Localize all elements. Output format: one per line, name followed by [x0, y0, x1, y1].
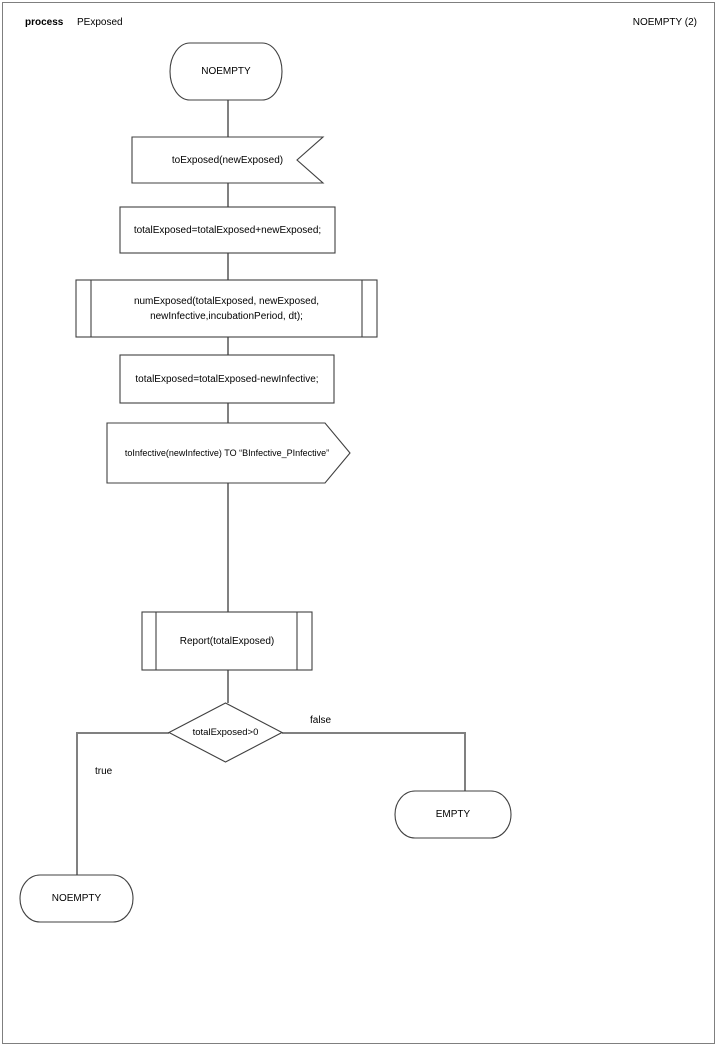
input-signal-label: toExposed(newExposed) [171, 154, 284, 166]
noempty-state-shape[interactable] [19, 874, 134, 923]
procedure-call-label-line2: newInfective,incubationPeriod, dt); [150, 310, 303, 322]
start-state-label: NOEMPTY [201, 66, 251, 77]
task2-label: totalExposed=totalExposed-newInfective; [135, 373, 319, 385]
procedure-call-side-bars [90, 280, 363, 337]
process-kind-label: process [25, 17, 64, 28]
empty-state-label: EMPTY [435, 809, 471, 820]
procedure-call-shape[interactable] [75, 279, 378, 338]
connector-false-branch [282, 732, 466, 791]
false-branch-label: false [310, 715, 332, 726]
input-signal-shape[interactable] [131, 136, 325, 184]
task1-shape[interactable] [119, 206, 336, 254]
true-branch-label: true [95, 766, 113, 777]
procedure-call-label: numExposed(totalExposed, newExposed, new… [91, 280, 362, 337]
output-signal-shape[interactable] [106, 422, 351, 484]
task2-shape[interactable] [119, 354, 335, 404]
decision-shape[interactable] [167, 702, 284, 763]
start-state-shape[interactable] [169, 42, 283, 101]
procedure-call-label-line1: numExposed(totalExposed, newExposed, [133, 295, 320, 307]
page-reference-label: NOEMPTY (2) [632, 17, 697, 28]
task1-label: totalExposed=totalExposed+newExposed; [133, 224, 322, 236]
output-signal-label: toInfective(newInfective) TO “BInfective… [124, 447, 330, 458]
report-call-shape[interactable] [141, 611, 313, 671]
report-call-side-bars [155, 612, 298, 670]
process-name-label: PExposed [77, 17, 123, 28]
empty-state-shape[interactable] [394, 790, 512, 839]
noempty-state-label: NOEMPTY [51, 893, 102, 904]
decision-label: totalExposed>0 [192, 727, 259, 738]
report-call-label: Report(totalExposed) [179, 635, 275, 647]
connector-true-branch [76, 732, 169, 875]
